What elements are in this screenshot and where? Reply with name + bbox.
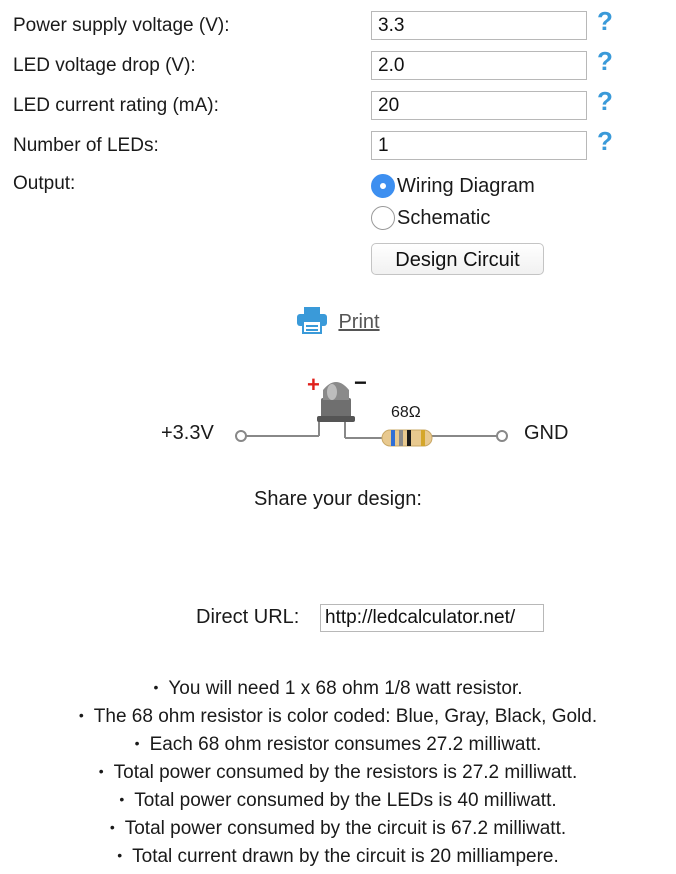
led-current-input[interactable]	[371, 91, 587, 120]
led-component	[317, 382, 355, 422]
schematic-option-label[interactable]: Schematic	[397, 207, 491, 229]
results-list: You will need 1 x 68 ohm 1/8 watt resist…	[0, 675, 676, 871]
led-minus-label: −	[354, 370, 367, 395]
direct-url-label: Direct URL:	[196, 606, 300, 628]
print-row: Print	[0, 306, 676, 336]
help-icon[interactable]: ?	[597, 126, 613, 156]
supply-voltage-input[interactable]	[371, 11, 587, 40]
list-item: Total power consumed by the LEDs is 40 m…	[0, 787, 676, 815]
help-icon[interactable]: ?	[597, 46, 613, 76]
wiring-diagram: +3.3V GND 68Ω + −	[0, 370, 676, 460]
output-label: Output:	[13, 173, 76, 194]
schematic-radio[interactable]	[371, 206, 395, 230]
supply-voltage-label-diagram: +3.3V	[161, 422, 214, 444]
ground-label: GND	[524, 422, 569, 444]
led-current-label: LED current rating (mA):	[13, 95, 219, 116]
field-row-led-voltage-drop: LED voltage drop (V): ?	[0, 48, 676, 88]
resistor-value-label: 68Ω	[391, 404, 421, 421]
wiring-diagram-option-label[interactable]: Wiring Diagram	[397, 175, 535, 197]
supply-voltage-label: Power supply voltage (V):	[13, 15, 230, 36]
list-item: Total power consumed by the resistors is…	[0, 759, 676, 787]
field-row-supply-voltage: Power supply voltage (V): ?	[0, 8, 676, 48]
list-item: You will need 1 x 68 ohm 1/8 watt resist…	[0, 675, 676, 703]
help-icon[interactable]: ?	[597, 86, 613, 116]
print-link[interactable]: Print	[338, 311, 380, 333]
number-of-leds-input[interactable]	[371, 131, 587, 160]
led-voltage-drop-input[interactable]	[371, 51, 587, 80]
design-circuit-button[interactable]: Design Circuit	[371, 243, 544, 275]
share-title: Share your design:	[254, 488, 422, 510]
printer-icon[interactable]	[296, 306, 328, 339]
led-voltage-drop-label: LED voltage drop (V):	[13, 55, 196, 76]
led-plus-label: +	[307, 372, 320, 397]
field-row-number-of-leds: Number of LEDs: ?	[0, 128, 676, 168]
list-item: Each 68 ohm resistor consumes 27.2 milli…	[0, 731, 676, 759]
list-item: Total power consumed by the circuit is 6…	[0, 815, 676, 843]
list-item: The 68 ohm resistor is color coded: Blue…	[0, 703, 676, 731]
circuit-drawing	[235, 382, 508, 447]
wiring-diagram-radio[interactable]	[371, 174, 395, 198]
list-item: Total current drawn by the circuit is 20…	[0, 843, 676, 871]
field-row-led-current: LED current rating (mA): ?	[0, 88, 676, 128]
direct-url-input[interactable]: http://ledcalculator.net/	[320, 604, 544, 632]
help-icon[interactable]: ?	[597, 6, 613, 36]
number-of-leds-label: Number of LEDs:	[13, 135, 159, 156]
resistor-component	[381, 429, 433, 447]
